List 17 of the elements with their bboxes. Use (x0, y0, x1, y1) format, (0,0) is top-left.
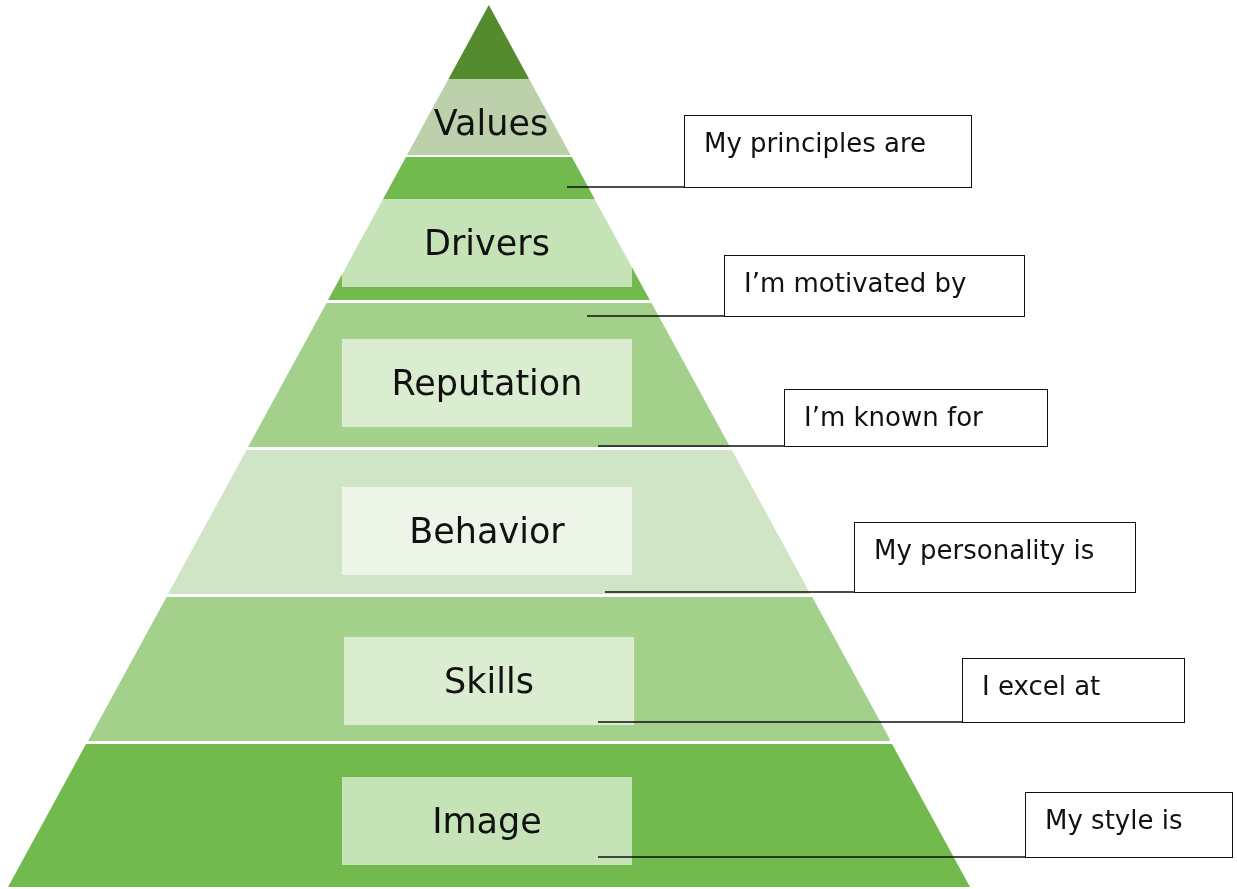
leader-line (597, 721, 963, 723)
tier-label: Drivers (342, 199, 632, 287)
callout-box: I’m known for (784, 389, 1048, 447)
callout-box: I excel at (962, 658, 1185, 723)
tier-label: Behavior (342, 487, 632, 575)
callout-box: My style is (1025, 792, 1233, 858)
leader-line (597, 445, 785, 447)
callout-box: My principles are (684, 115, 972, 188)
leader-line (566, 186, 685, 188)
leader-line (586, 315, 725, 317)
tier-label: Reputation (342, 339, 632, 427)
tier-label: Skills (344, 637, 634, 725)
callout-box: My personality is (854, 522, 1136, 593)
leader-line (604, 591, 855, 593)
callout-box: I’m motivated by (724, 255, 1025, 317)
leader-line (597, 856, 1026, 858)
tier-label: Image (342, 777, 632, 865)
